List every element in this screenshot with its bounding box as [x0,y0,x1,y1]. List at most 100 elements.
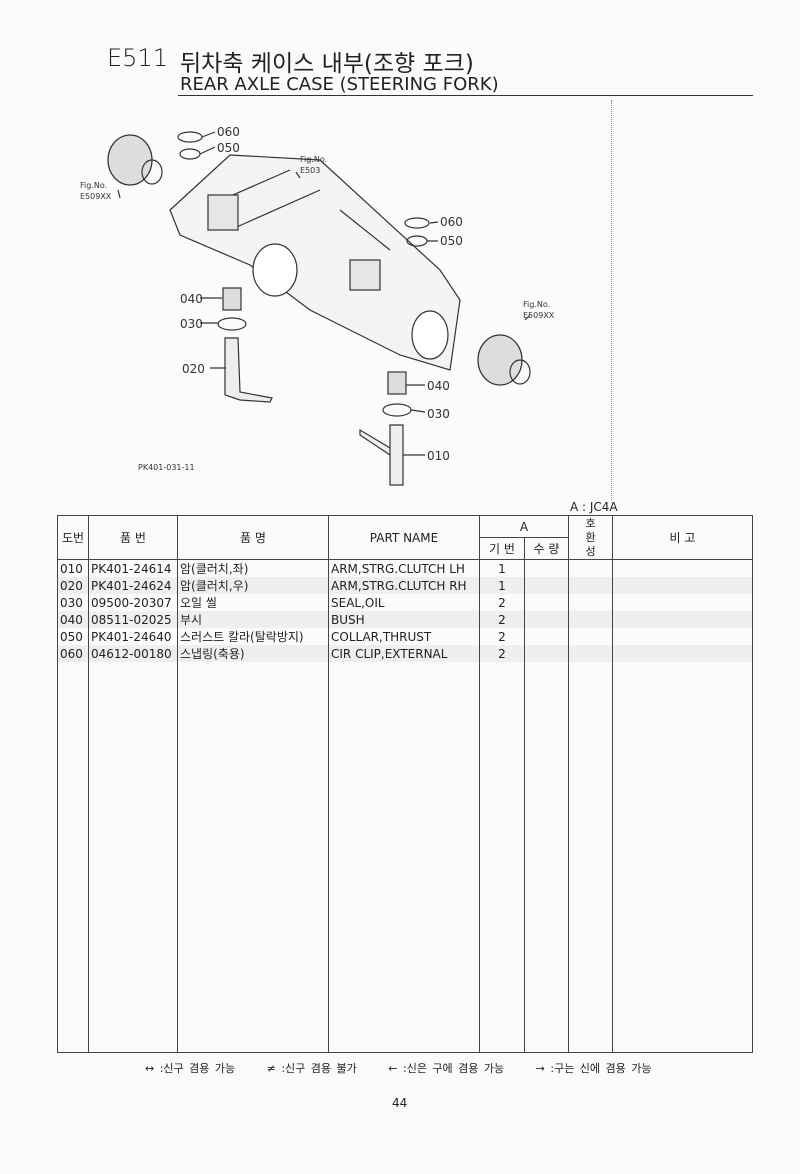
row-compat [568,628,613,645]
fig-ref: E503 [300,166,320,175]
title-english: REAR AXLE CASE (STEERING FORK) [180,74,499,95]
row-part-no: 09500-20307 [88,594,178,611]
row-part-no: PK401-24614 [88,559,178,577]
row-name-ko: 부시 [177,611,329,628]
table-filler [57,662,753,1053]
row-remarks [612,628,753,645]
row-part-name: SEAL,OIL [328,594,480,611]
empty-cell [177,662,329,1053]
drawing-id: PK401-031-11 [138,463,195,472]
callout: 040 [180,292,203,306]
row-base-qty: 2 [479,611,525,628]
row-qty [524,611,569,628]
row-part-no: 04612-00180 [88,645,178,662]
row-part-name: CIR CLIP,EXTERNAL [328,645,480,662]
fig-ref: E509XX [80,192,112,201]
legend-item: ↔ :신구 겸용 가능 [145,1062,236,1075]
row-remarks [612,559,753,577]
header-name-ko: 품 명 [177,515,329,560]
row-qty [524,645,569,662]
fig-ref-label: Fig.No. [300,155,327,164]
callout: 010 [427,449,450,463]
fig-ref-label: Fig.No. [523,300,550,309]
fig-ref: E509XX [523,311,555,320]
model-note: A : JC4A [570,500,618,514]
header-remarks: 비 고 [612,515,753,560]
row-qty [524,628,569,645]
row-no: 060 [57,645,89,662]
header-base: 기 번 [479,537,525,560]
row-no: 010 [57,559,89,577]
row-compat [568,611,613,628]
row-part-name: ARM,STRG.CLUTCH LH [328,559,480,577]
row-base-qty: 2 [479,628,525,645]
divider [611,100,612,500]
callout: 030 [427,407,450,421]
callout: 030 [180,317,203,331]
parts-table: 도번 품 번 품 명 PART NAME A 호 환 성 비 고 기 번 수 량… [57,515,753,1053]
header-compat: 호 환 성 [568,515,613,560]
header-qty: 수 량 [524,537,569,560]
empty-cell [568,662,613,1053]
callout: 020 [182,362,205,376]
row-compat [568,594,613,611]
row-remarks [612,611,753,628]
row-compat [568,645,613,662]
empty-cell [328,662,480,1053]
row-remarks [612,645,753,662]
row-name-ko: 암(클러치,우) [177,577,329,594]
header-group-a: A [479,515,569,538]
callout: 060 [217,125,240,139]
empty-cell [524,662,569,1053]
compat-legend: ↔ :신구 겸용 가능 ≠ :신구 겸용 불가 ← :신은 구에 겸용 가능 →… [145,1060,678,1076]
row-compat [568,559,613,577]
title-korean: 뒤차축 케이스 내부(조향 포크) [180,51,474,77]
row-base-qty: 1 [479,559,525,577]
row-base-qty: 1 [479,577,525,594]
row-part-name: ARM,STRG.CLUTCH RH [328,577,480,594]
callout: 050 [217,141,240,155]
row-name-ko: 오일 씰 [177,594,329,611]
row-no: 030 [57,594,89,611]
callout: 050 [440,234,463,248]
callout-labels: 060 050 060 050 040 030 020 040 030 010 … [80,125,555,472]
header-part-no: 품 번 [88,515,178,560]
row-no: 050 [57,628,89,645]
row-name-ko: 스냅링(축용) [177,645,329,662]
title-rule [178,95,753,96]
legend-item: → :구는 신에 겸용 가능 [535,1062,652,1075]
legend-item: ≠ :신구 겸용 불가 [266,1062,357,1075]
row-part-name: BUSH [328,611,480,628]
row-no: 040 [57,611,89,628]
row-remarks [612,577,753,594]
empty-cell [88,662,178,1053]
empty-cell [612,662,753,1053]
row-part-no: PK401-24624 [88,577,178,594]
row-base-qty: 2 [479,594,525,611]
empty-cell [57,662,89,1053]
row-part-no: 08511-02025 [88,611,178,628]
exploded-diagram: 060 050 060 050 040 030 020 040 030 010 … [80,125,555,486]
header-part-name: PART NAME [328,515,480,560]
legend-item: ← :신은 구에 겸용 가능 [388,1062,505,1075]
row-no: 020 [57,577,89,594]
fig-ref-label: Fig.No. [80,181,107,190]
row-qty [524,577,569,594]
row-qty [524,594,569,611]
row-compat [568,577,613,594]
row-qty [524,559,569,577]
row-name-ko: 암(클러치,좌) [177,559,329,577]
row-base-qty: 2 [479,645,525,662]
page-number: 44 [392,1096,408,1110]
row-part-name: COLLAR,THRUST [328,628,480,645]
callout: 060 [440,215,463,229]
callout: 040 [427,379,450,393]
empty-cell [479,662,525,1053]
row-part-no: PK401-24640 [88,628,178,645]
